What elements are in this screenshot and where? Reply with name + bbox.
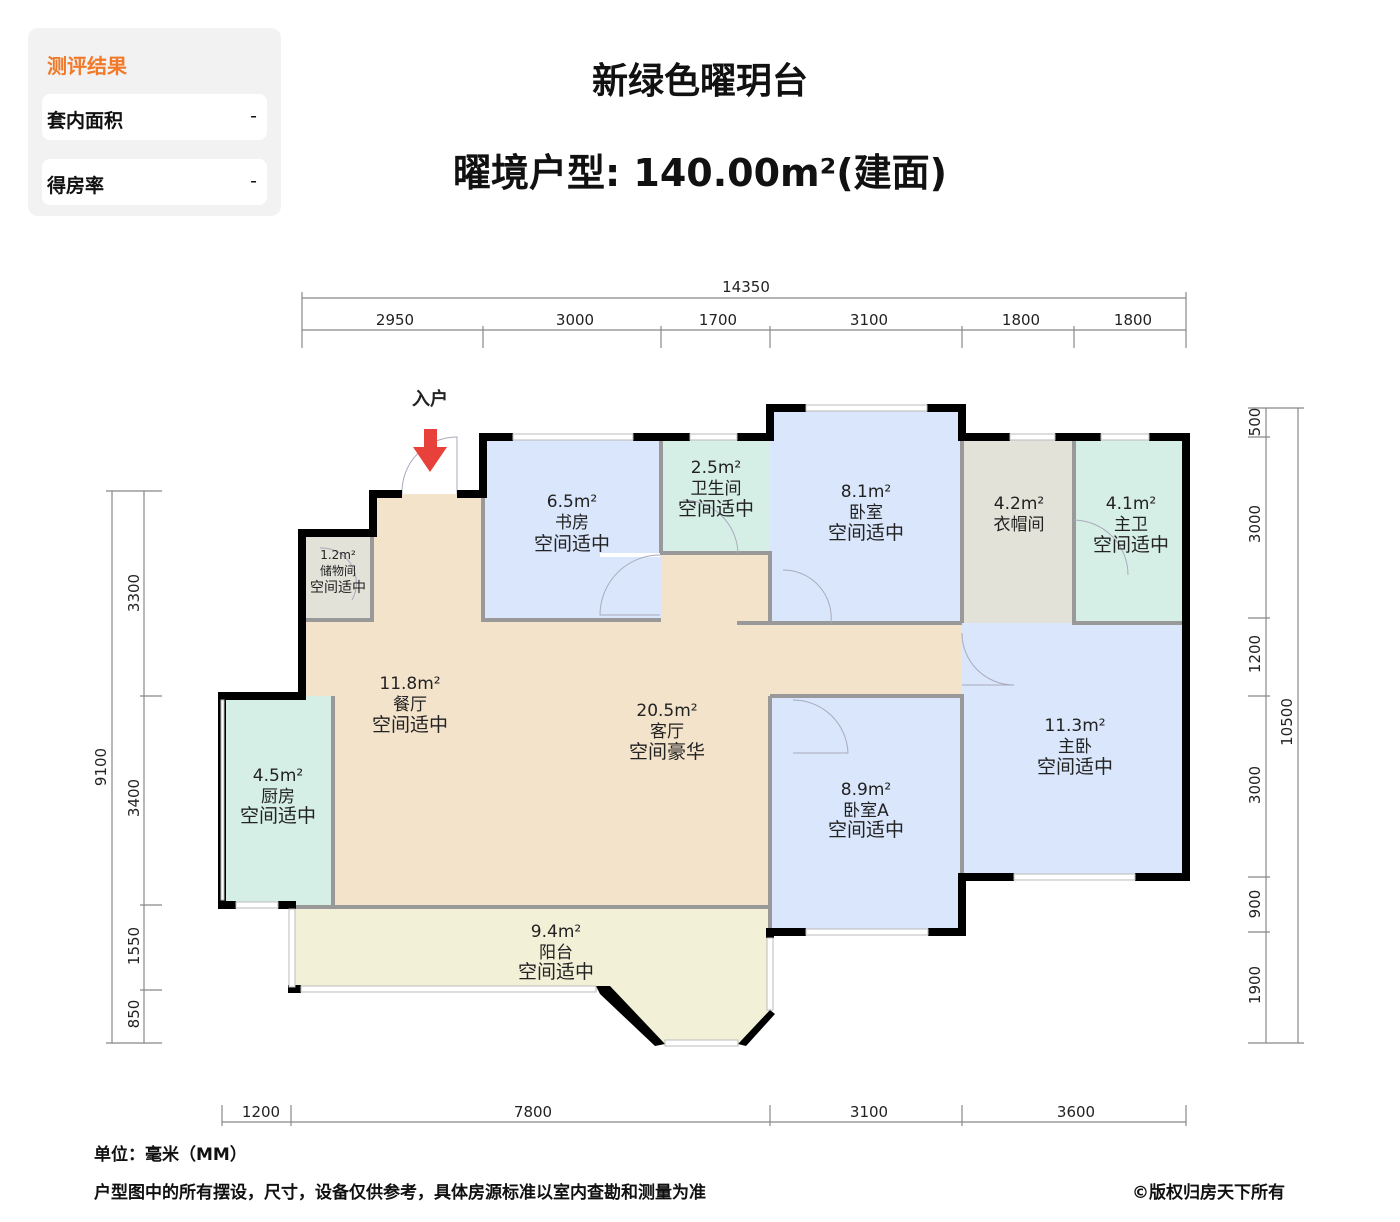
bath-name: 卫生间 bbox=[691, 479, 742, 499]
room-study[interactable]: 6.5m² 书房 空间适中 bbox=[534, 492, 610, 555]
master-bed-area: 11.3m² bbox=[1044, 716, 1105, 736]
bedroom-a-rating: 空间适中 bbox=[828, 819, 904, 841]
study-rating: 空间适中 bbox=[534, 533, 610, 555]
inner-area-value: - bbox=[250, 105, 257, 127]
room-storage[interactable]: 1.2m² 储物间 空间适中 bbox=[310, 548, 366, 596]
dim-left-total: 9100 bbox=[92, 748, 110, 786]
dim-bottom-1: 1200 bbox=[242, 1103, 280, 1121]
dining-name: 餐厅 bbox=[393, 695, 427, 715]
kitchen-rating: 空间适中 bbox=[240, 805, 316, 827]
dim-right-1: 500 bbox=[1246, 408, 1264, 437]
dining-rating: 空间适中 bbox=[372, 714, 448, 736]
kitchen-area: 4.5m² bbox=[253, 766, 303, 786]
room-bathroom[interactable]: 2.5m² 卫生间 空间适中 bbox=[678, 458, 754, 520]
inner-area-label: 套内面积 bbox=[47, 110, 124, 132]
dim-left-2: 3400 bbox=[125, 779, 143, 817]
dim-right-4: 3000 bbox=[1246, 766, 1264, 804]
right-dimensions: 10500 500 3000 1200 3000 900 1900 bbox=[1246, 407, 1304, 1044]
room-kitchen[interactable]: 4.5m² 厨房 空间适中 bbox=[240, 766, 316, 827]
dim-left-4: 850 bbox=[125, 1000, 143, 1029]
bedroom-name: 卧室 bbox=[849, 503, 883, 523]
panel-title: 测评结果 bbox=[47, 54, 127, 78]
panel-row-inner-area: 套内面积 - bbox=[42, 94, 267, 140]
study-name: 书房 bbox=[555, 513, 589, 533]
dim-top-2: 3000 bbox=[556, 311, 594, 329]
room-fills bbox=[222, 408, 1186, 1043]
windows bbox=[220, 404, 1150, 1047]
entry-arrow-icon bbox=[413, 429, 447, 472]
dim-top-4: 3100 bbox=[850, 311, 888, 329]
bottom-dimensions: 1200 7800 3100 3600 bbox=[221, 1103, 1187, 1126]
dim-right-total: 10500 bbox=[1278, 698, 1296, 746]
dim-bottom-2: 7800 bbox=[514, 1103, 552, 1121]
dim-top-5: 1800 bbox=[1002, 311, 1040, 329]
bedroom-a-name: 卧室A bbox=[843, 801, 889, 821]
balcony-area: 9.4m² bbox=[531, 922, 581, 942]
entry-marker: 入户 bbox=[412, 388, 448, 472]
layout-title: 曜境户型: 140.00m²(建面) bbox=[452, 151, 948, 195]
entry-label: 入户 bbox=[412, 388, 448, 410]
living-name: 客厅 bbox=[650, 722, 684, 742]
bath-area: 2.5m² bbox=[691, 458, 741, 478]
disclaimer: 户型图中的所有摆设，尺寸，设备仅供参考，具体房源标准以室内查勘和测量为准 bbox=[94, 1183, 706, 1203]
dim-top-6: 1800 bbox=[1114, 311, 1152, 329]
dim-top-3: 1700 bbox=[699, 311, 737, 329]
living-rating: 空间豪华 bbox=[629, 741, 705, 763]
dim-bottom-3: 3100 bbox=[850, 1103, 888, 1121]
dim-right-5: 900 bbox=[1246, 890, 1264, 919]
storage-area: 1.2m² bbox=[320, 548, 356, 562]
balcony-name: 阳台 bbox=[539, 943, 573, 963]
study-area: 6.5m² bbox=[547, 492, 597, 512]
room-bedroom[interactable]: 8.1m² 卧室 空间适中 bbox=[828, 482, 904, 544]
bedroom-area: 8.1m² bbox=[841, 482, 891, 502]
master-bath-name: 主卫 bbox=[1114, 515, 1148, 535]
living-area: 20.5m² bbox=[636, 701, 697, 721]
dim-top-1: 2950 bbox=[376, 311, 414, 329]
room-balcony[interactable]: 9.4m² 阳台 空间适中 bbox=[518, 922, 594, 983]
master-bed-name: 主卧 bbox=[1058, 737, 1092, 757]
storage-rating: 空间适中 bbox=[310, 580, 366, 596]
left-dimensions: 9100 3300 3400 1550 850 bbox=[92, 490, 162, 1044]
dim-left-3: 1550 bbox=[125, 927, 143, 965]
project-title: 新绿色曜玥台 bbox=[591, 61, 808, 102]
dim-right-6: 1900 bbox=[1246, 966, 1264, 1004]
dim-top-total: 14350 bbox=[722, 278, 770, 296]
interior-walls bbox=[291, 437, 1186, 932]
room-master-bath[interactable]: 4.1m² 主卫 空间适中 bbox=[1093, 494, 1169, 556]
dining-area: 11.8m² bbox=[379, 674, 440, 694]
cloakroom-name: 衣帽间 bbox=[994, 515, 1045, 535]
room-dining[interactable]: 11.8m² 餐厅 空间适中 bbox=[372, 674, 448, 736]
dim-right-2: 3000 bbox=[1246, 505, 1264, 543]
room-master-bedroom[interactable]: 11.3m² 主卧 空间适中 bbox=[1037, 716, 1113, 778]
kitchen-name: 厨房 bbox=[261, 787, 295, 807]
cloakroom-area: 4.2m² bbox=[994, 494, 1044, 514]
bath-rating: 空间适中 bbox=[678, 498, 754, 520]
panel-row-efficiency: 得房率 - bbox=[42, 159, 267, 205]
bedroom-a-area: 8.9m² bbox=[841, 780, 891, 800]
efficiency-value: - bbox=[250, 170, 257, 192]
master-bed-rating: 空间适中 bbox=[1037, 756, 1113, 778]
balcony-rating: 空间适中 bbox=[518, 961, 594, 983]
room-living[interactable]: 20.5m² 客厅 空间豪华 bbox=[629, 701, 705, 763]
unit-note: 单位：毫米（MM） bbox=[94, 1145, 247, 1165]
copyright: ©版权归房天下所有 bbox=[1132, 1183, 1285, 1203]
master-bath-rating: 空间适中 bbox=[1093, 534, 1169, 556]
room-cloakroom[interactable]: 4.2m² 衣帽间 bbox=[994, 494, 1045, 535]
room-bedroom-a[interactable]: 8.9m² 卧室A 空间适中 bbox=[828, 780, 904, 841]
efficiency-label: 得房率 bbox=[47, 175, 105, 197]
storage-name: 储物间 bbox=[320, 563, 356, 578]
evaluation-panel: 测评结果 套内面积 - 得房率 - bbox=[28, 28, 281, 216]
master-bath-area: 4.1m² bbox=[1106, 494, 1156, 514]
top-dimensions: 14350 2950 3000 1700 3100 1800 1800 bbox=[301, 278, 1187, 348]
dim-right-3: 1200 bbox=[1246, 635, 1264, 673]
bedroom-rating: 空间适中 bbox=[828, 522, 904, 544]
dim-left-1: 3300 bbox=[125, 574, 143, 612]
dim-bottom-4: 3600 bbox=[1057, 1103, 1095, 1121]
